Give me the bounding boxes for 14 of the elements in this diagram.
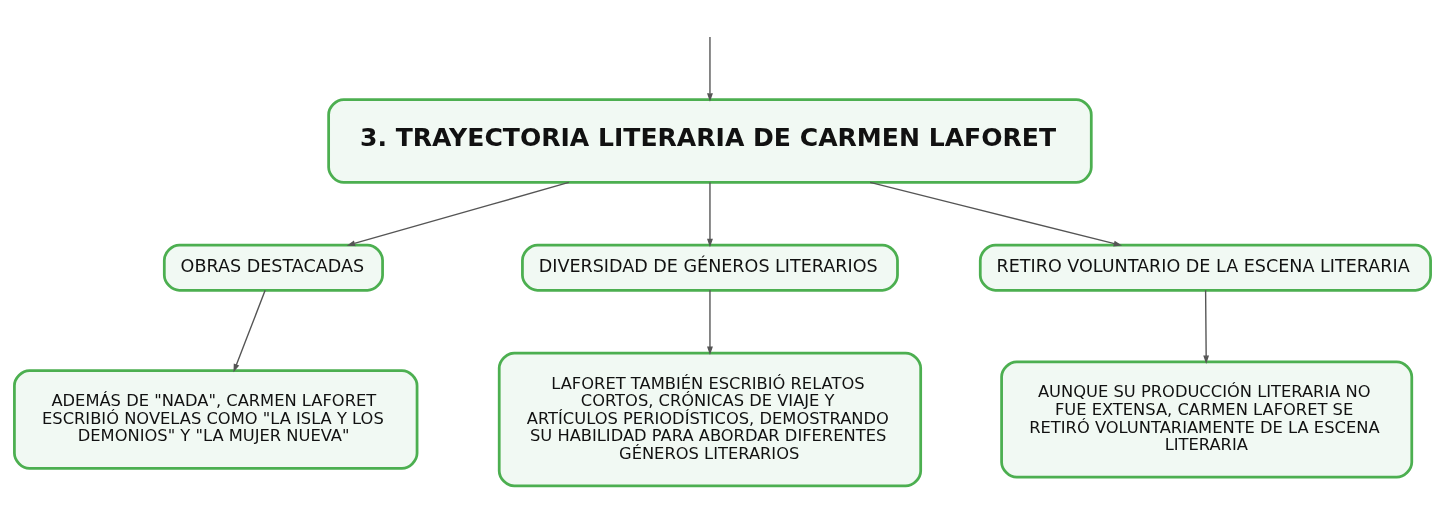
arrow: [233, 289, 266, 372]
arrow: [707, 289, 713, 355]
node-box: DIVERSIDAD DE GÉNEROS LITERARIOS: [521, 243, 899, 292]
node-box: 3. TRAYECTORIA LITERARIA DE CARMEN LAFORET: [327, 97, 1093, 184]
node-box: RETIRO VOLUNTARIO DE LA ESCENA LITERARIA: [978, 243, 1432, 292]
arrow: [346, 181, 570, 246]
node-box: LAFORET TAMBIÉN ESCRIBIÓ RELATOS CORTOS, CRÓNICAS DE VIAJE Y ARTÍCULOS PERIODÍSTICOS, DEMOSTRANDO SU HABILIDAD PARA ABORDAR DIFERENTES GÉNEROS LITERARIOS: [497, 351, 923, 487]
node-box: AUNQUE SU PRODUCCIÓN LITERARIA NO FUE EXTENSA, CARMEN LAFORET SE RETIRÓ VOLUNTARIAMENTE DE LA ESCENA LITERARIA: [1000, 359, 1414, 479]
node-box: ADEMÁS DE "NADA", CARMEN LAFORET ESCRIBIÓ NOVELAS COMO "LA ISLA Y LOS DEMONIOS" Y "LA MUJER NUEVA": [13, 368, 419, 470]
node-box: OBRAS DESTACADAS: [162, 243, 384, 292]
arrow: [1203, 289, 1210, 364]
arrow: [707, 35, 713, 102]
arrow: [707, 181, 713, 247]
arrow: [869, 181, 1123, 246]
